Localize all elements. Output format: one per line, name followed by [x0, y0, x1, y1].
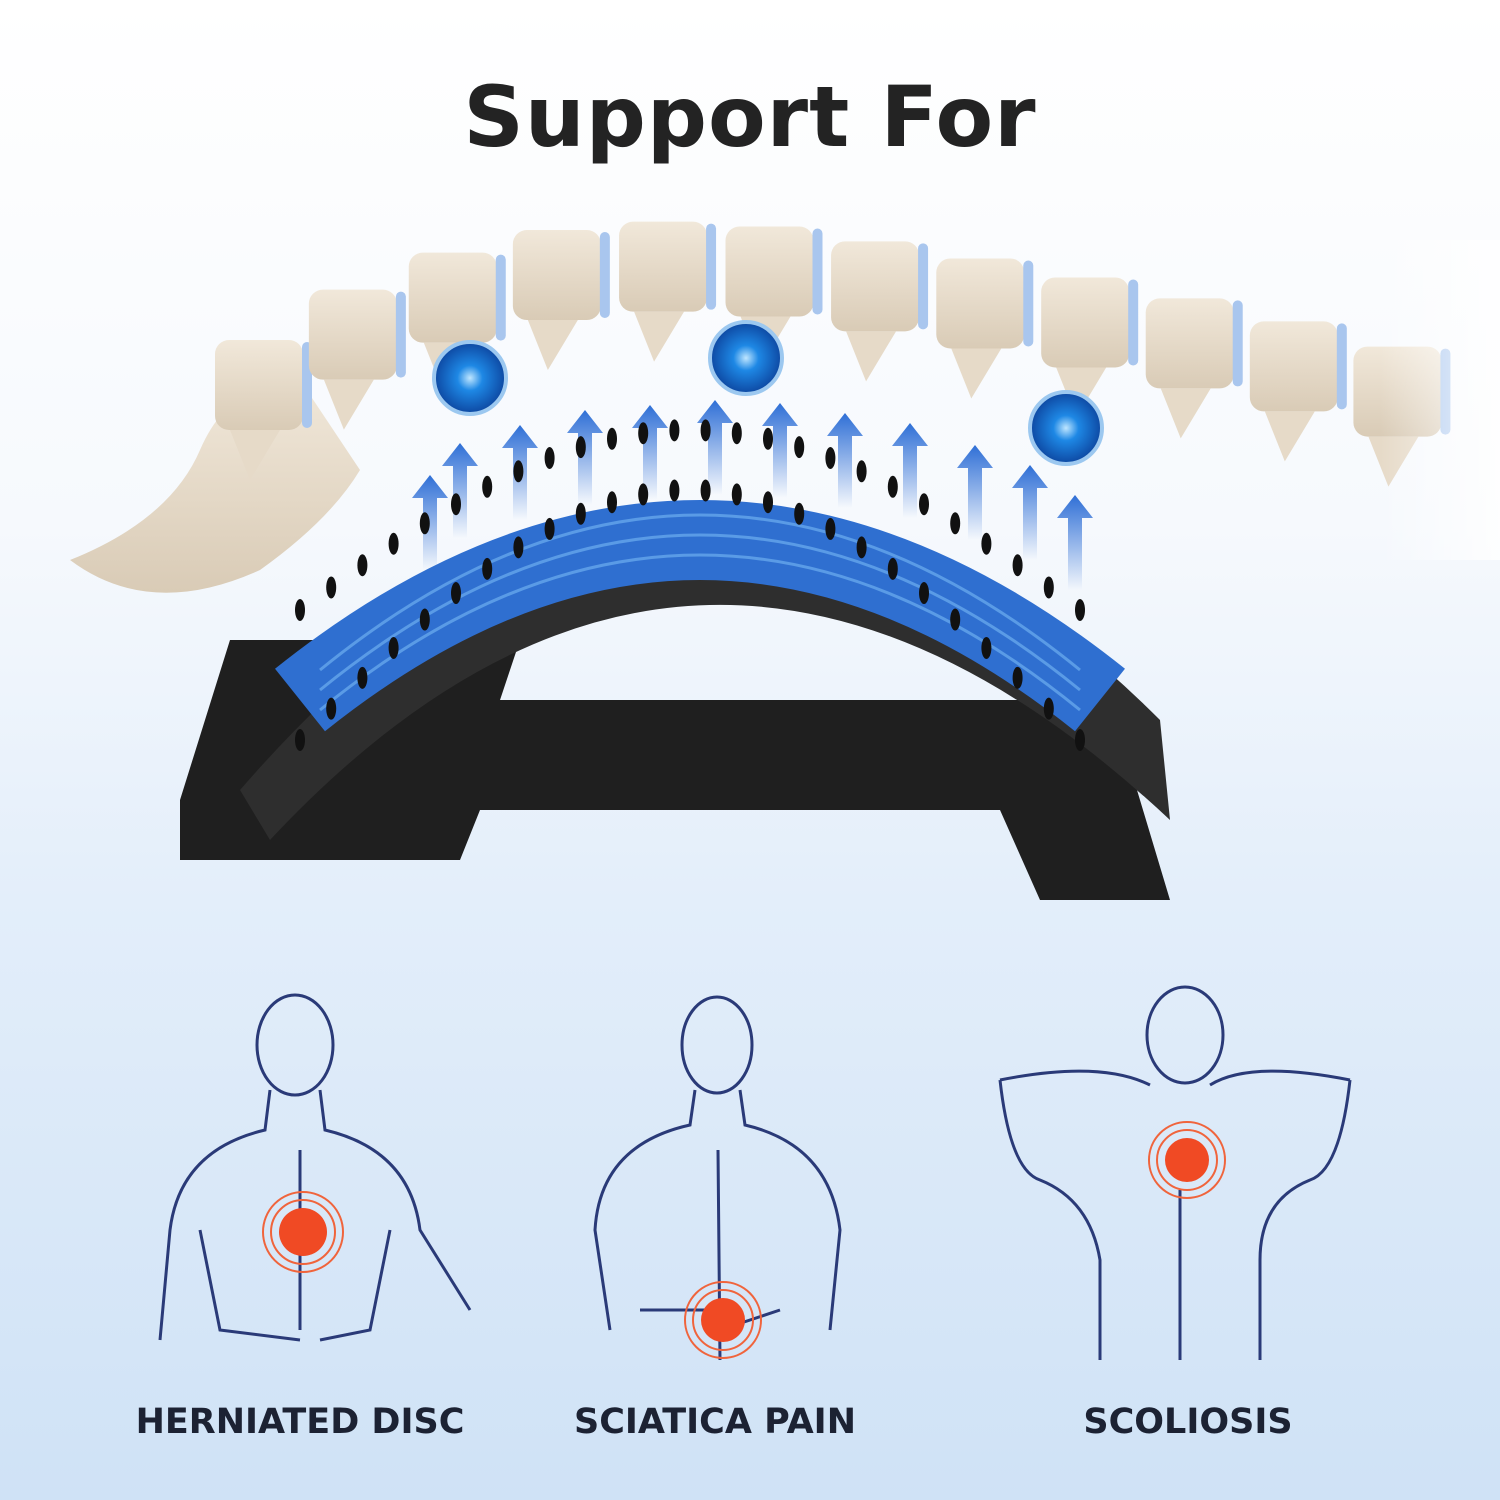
arrow-up-icon: [442, 443, 478, 538]
arrow-up-icon: [632, 405, 668, 500]
pain-point-icons: [262, 1121, 1226, 1359]
massage-nub: [825, 447, 836, 470]
vertebra-process: [634, 311, 685, 362]
massage-nub: [419, 608, 430, 631]
massage-nub: [575, 502, 586, 525]
massage-nub: [295, 729, 305, 751]
back-stretcher-device: [180, 419, 1170, 900]
massage-nub: [607, 427, 617, 450]
massage-nub: [419, 512, 430, 535]
massage-nub: [607, 491, 617, 514]
massage-nub: [763, 491, 773, 514]
massage-nub: [482, 557, 493, 580]
pressure-point-icons: [432, 320, 1104, 466]
spinal-disc: [918, 243, 929, 330]
massage-nub: [731, 422, 742, 445]
spinal-disc: [706, 223, 717, 310]
arrow-up-icon: [697, 400, 733, 495]
vertebra: [308, 289, 397, 380]
massage-nub: [326, 576, 337, 599]
arrow-up-icon: [1012, 465, 1048, 560]
massage-nub: [794, 436, 805, 459]
massage-nub: [1043, 576, 1054, 599]
massage-nub: [357, 554, 368, 577]
upper-back-pain-figure-icon: [998, 985, 1352, 1360]
vertebra: [936, 258, 1025, 349]
massage-nub: [919, 493, 929, 516]
massage-nub: [950, 512, 961, 535]
page-title: Support For: [463, 68, 1037, 166]
vertebra-process: [1056, 367, 1107, 418]
arrow-up-icon: [827, 413, 863, 508]
vertebra-process: [846, 331, 897, 382]
spinal-disc: [812, 228, 823, 315]
massage-nub: [482, 475, 493, 498]
massage-nub: [981, 636, 992, 659]
massage-nub: [513, 536, 524, 559]
massage-nub: [1012, 554, 1023, 577]
vertebra-process: [230, 430, 280, 480]
massage-nub: [856, 536, 867, 559]
massage-nub: [357, 666, 368, 689]
massage-nub: [763, 427, 773, 450]
massage-nub: [856, 460, 867, 483]
vertebra: [408, 252, 497, 343]
massage-nub: [638, 422, 649, 445]
condition-label-scoliosis: SCOLIOSIS: [1083, 1402, 1293, 1442]
massage-nub: [451, 582, 461, 605]
massage-nub: [638, 483, 649, 506]
arrow-up-icon: [567, 410, 603, 505]
condition-label-herniated-disc: HERNIATED DISC: [135, 1402, 465, 1442]
massage-nub: [825, 517, 836, 540]
massage-nub: [544, 447, 555, 470]
massage-nub: [700, 419, 711, 442]
massage-nub: [1043, 697, 1054, 720]
spine-illustration: [70, 221, 1500, 593]
massage-nub: [669, 479, 680, 502]
condition-label-sciatica-pain: SCIATICA PAIN: [574, 1402, 856, 1442]
vertebra: [619, 221, 708, 312]
massage-nub: [950, 608, 961, 631]
massage-nub: [981, 532, 992, 555]
massage-nub: [575, 436, 586, 459]
vertebra-process: [527, 320, 578, 371]
massage-nub: [794, 502, 805, 525]
massage-nub: [887, 475, 898, 498]
spinal-disc: [599, 232, 610, 319]
massage-nub: [887, 557, 898, 580]
arrow-up-icon: [1057, 495, 1093, 590]
massage-nub: [919, 582, 929, 605]
massage-nub: [326, 697, 337, 720]
vertebra-process: [323, 379, 374, 430]
vertebra: [725, 226, 814, 317]
back-pain-figure-icon: [158, 993, 472, 1342]
lower-back-pain-figure-icon: [593, 995, 842, 1361]
massage-nub: [1075, 729, 1085, 751]
massage-nub: [513, 460, 524, 483]
arrow-up-icon: [957, 445, 993, 540]
massage-nub: [669, 419, 680, 442]
spinal-disc: [495, 254, 506, 341]
vertebra-process: [951, 348, 1002, 399]
arrow-up-icon: [892, 423, 928, 518]
massage-nub: [451, 493, 461, 516]
massage-nub: [388, 636, 399, 659]
vertebra: [831, 241, 920, 332]
massage-nub: [1012, 666, 1023, 689]
massage-nub: [1075, 599, 1085, 621]
massage-nub: [731, 483, 742, 506]
arrow-up-icon: [762, 403, 798, 498]
vertebra: [215, 340, 303, 430]
vertebra: [512, 230, 601, 321]
spinal-disc: [1023, 260, 1034, 347]
massage-nub: [388, 532, 399, 555]
spinal-disc: [395, 291, 406, 378]
massage-nub: [295, 599, 305, 621]
massage-nub: [700, 479, 711, 502]
arrow-up-icon: [412, 475, 448, 570]
massage-nub: [544, 517, 555, 540]
